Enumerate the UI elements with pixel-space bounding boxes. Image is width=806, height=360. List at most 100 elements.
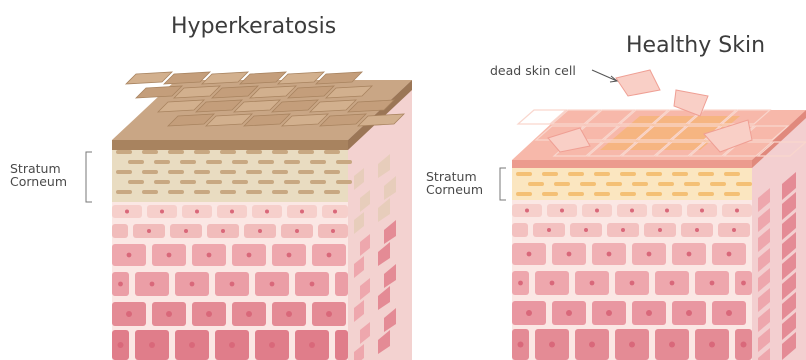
corneum-dash [194,170,210,174]
cell [335,330,348,360]
cell [335,272,348,296]
corneum-dash [154,180,170,184]
cell-nucleus [125,210,129,214]
corneum-dash [620,172,636,176]
corneum-dash [180,180,196,184]
cell-nucleus [230,282,235,287]
corneum-dash [246,150,262,154]
keratin-scale [126,72,172,84]
cell-nucleus [695,228,699,232]
cell-nucleus [687,252,692,257]
corneum-dash [710,182,726,186]
cell-nucleus [327,253,332,258]
corneum-dash [658,182,674,186]
dead-skin-cell-pointer [592,70,617,81]
corneum-dash [272,150,288,154]
corneum-dash [232,180,248,184]
label-stratum-corneum-right: Stratum Corneum [426,170,483,196]
cell-nucleus [118,342,124,348]
cell-nucleus [295,229,299,233]
cell-nucleus [606,310,612,316]
label-corneum-left: Corneum [10,175,67,188]
cell-nucleus [526,310,532,316]
label-stratum-corneum-left: Stratum Corneum [10,162,67,188]
cell [112,224,128,238]
cell-nucleus [286,311,292,317]
cell-nucleus [629,342,635,348]
cell-nucleus [126,311,132,317]
cell-nucleus [246,311,252,317]
corneum-dash [698,192,714,196]
cell-nucleus [147,229,151,233]
corneum-dash [672,172,688,176]
cell-nucleus [589,342,595,348]
corneum-dash [606,182,622,186]
corneum-dash [594,172,610,176]
corneum-dash [116,190,132,194]
corneum-dash [724,172,740,176]
healthy-surface-edge [512,160,752,168]
corneum-dash [298,190,314,194]
cell-nucleus [595,209,599,213]
cell-nucleus [646,310,652,316]
corneum-dash [324,170,340,174]
corneum-dash [272,170,288,174]
stratum-corneum-bracket-left [86,152,92,202]
corneum-dash [220,190,236,194]
cell-nucleus [207,253,212,258]
cell-nucleus [127,253,132,258]
cell-nucleus [741,281,746,286]
corneum-dash [620,192,636,196]
cell-nucleus [326,311,332,317]
title-hyperkeratosis: Hyperkeratosis [171,14,336,39]
cell [512,223,528,237]
cell-nucleus [221,229,225,233]
corneum-dash [206,160,222,164]
stratum-corneum-bracket-right [500,168,506,200]
corneum-dash [142,170,158,174]
corneum-dash [542,192,558,196]
cell-nucleus [665,209,669,213]
cell-nucleus [270,282,275,287]
corneum-dash [180,160,196,164]
corneum-dash [336,180,352,184]
cell-nucleus [527,252,532,257]
label-dead-skin-cell: dead skin cell [490,64,576,77]
corneum-dash [246,190,262,194]
corneum-dash [516,172,532,176]
corneum-dash [246,170,262,174]
corneum-dash [516,192,532,196]
corneum-dash [284,160,300,164]
cell-nucleus [230,210,234,214]
cell-nucleus [518,281,523,286]
corneum-dash [298,150,314,154]
cell-nucleus [670,281,675,286]
corneum-dash [116,170,132,174]
cell-nucleus [150,282,155,287]
cell-nucleus [621,228,625,232]
cell-nucleus [300,210,304,214]
corneum-dash [298,170,314,174]
corneum-dash [194,150,210,154]
label-corneum-right: Corneum [426,183,483,196]
corneum-dash [632,182,648,186]
cell-nucleus [686,310,692,316]
cell-nucleus [560,209,564,213]
corneum-dash [724,192,740,196]
cell-nucleus [735,209,739,213]
cell-nucleus [160,210,164,214]
cell-nucleus [584,228,588,232]
corneum-dash [646,192,662,196]
corneum-dash [272,190,288,194]
corneum-dash [142,190,158,194]
cell-nucleus [547,228,551,232]
hyperkeratosis-block [112,72,412,360]
corneum-dash [568,172,584,176]
corneum-dash [554,182,570,186]
corneum-dash [128,180,144,184]
cell-nucleus [630,209,634,213]
cell-nucleus [710,281,715,286]
corneum-dash [220,170,236,174]
corneum-dash [154,160,170,164]
corneum-dash [542,172,558,176]
